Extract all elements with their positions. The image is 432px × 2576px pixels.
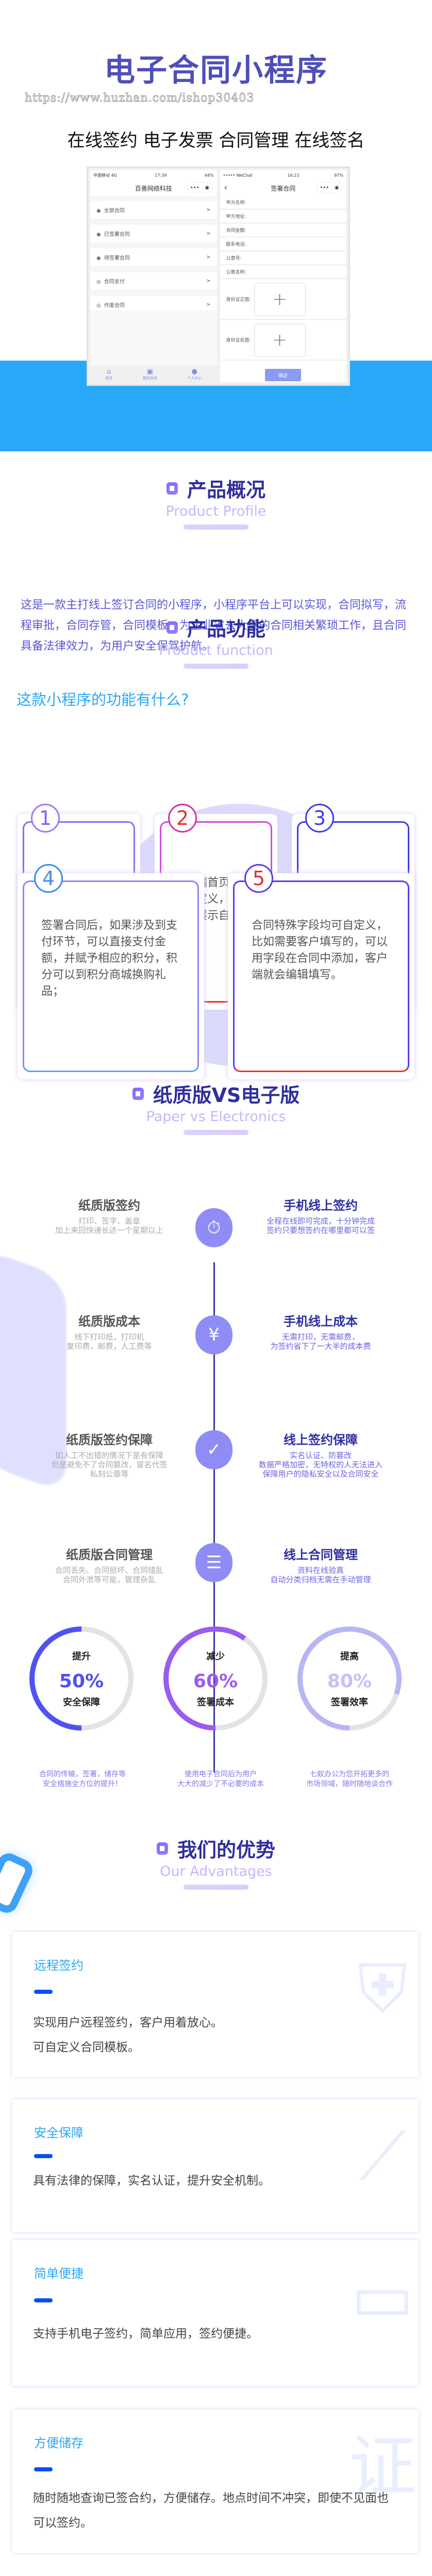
profile-text: 这是一款主打线上签订合同的小程序，小程序平台上可以实现，合同拟写，流程审批，合同… bbox=[21, 599, 407, 653]
stat-desc: 合同的传输，签署，储存等 安全措施全方位的提升！ bbox=[39, 1770, 126, 1788]
compare-left-4: 纸质版合同管理合同丢失、合同损坏、合同错乱 合同外泄等可能，管理杂乱 bbox=[55, 1548, 163, 1584]
user-icon: ● bbox=[191, 367, 197, 376]
phone-screenshots: 中国移动 4G 17:39 44% 百善网络科技 ••• ◉ ◉全部合同> ◉已签… bbox=[87, 166, 350, 386]
section-heading-compare: 纸质版VS电子版 Paper vs Electronics bbox=[0, 1079, 432, 1135]
compare-right-3: 线上签约保障实名认证、防篡改 数据严格加密，无特权的人无法进入 保障用户的隐私安… bbox=[258, 1433, 383, 1479]
hero-subtitle: 在线签约 电子发票 合同管理 在线签名 bbox=[67, 130, 365, 151]
nav-title: 签署合同 bbox=[271, 184, 296, 192]
carrier: 中国移动 4G bbox=[93, 173, 117, 178]
upload-id-back: 身份证反面:+ bbox=[220, 320, 346, 361]
hero-title: 电子合同小程序 bbox=[104, 53, 328, 89]
shield-check-icon: ✓ bbox=[195, 1430, 232, 1469]
field-seal-name[interactable]: 公章名称: bbox=[220, 265, 346, 279]
compare-left-3: 纸质版签约保障如人工不出错的情况下是有保障 但是避免不了合同篡改，冒名代签 私刻… bbox=[51, 1433, 168, 1479]
advantage-card-simple: ▭ 简单便捷 支持手机电子签约，简单应用，签约便捷。 bbox=[12, 2240, 419, 2386]
field-phone[interactable]: 联系电话: bbox=[220, 238, 346, 251]
ticket-icon: ☰ bbox=[195, 1543, 232, 1582]
chevron-right-icon: > bbox=[206, 255, 211, 260]
more-icon[interactable]: ••• bbox=[320, 184, 329, 191]
bullet-icon bbox=[156, 1842, 168, 1855]
more-icon[interactable]: ••• bbox=[190, 184, 200, 191]
upload-id-front: 身份证正面:+ bbox=[220, 279, 346, 320]
chevron-right-icon: > bbox=[206, 278, 211, 284]
radio-icon: ◉ bbox=[96, 232, 101, 238]
bullet-icon bbox=[166, 621, 178, 634]
hammer-icon: ⟋ bbox=[359, 2117, 406, 2195]
plus-icon[interactable]: + bbox=[254, 282, 306, 316]
status-bar: 中国移动 4G 17:39 44% bbox=[90, 170, 217, 180]
close-target-icon[interactable]: ◉ bbox=[334, 184, 339, 191]
feature-card-5: 5 合同特殊字段均可自定义，比如需要客户填写的，可以用字段在合同中添加，客户端就… bbox=[228, 864, 414, 1079]
stopwatch-icon: ⏱ bbox=[195, 1208, 232, 1247]
advantage-card-security: ⟋ 安全保障 具有法律的保障，实名认证，提升安全机制。 bbox=[12, 2099, 419, 2232]
clock: 16:23 bbox=[287, 173, 300, 178]
bullet-icon bbox=[166, 482, 178, 495]
tab-bar: ⌂首页 ▣我的合同 ●个人中心 bbox=[90, 366, 217, 382]
status-bar: ••••• WeChat 16:23 97% bbox=[220, 170, 347, 180]
chevron-right-icon: > bbox=[206, 207, 211, 213]
field-contract-amount[interactable]: 合同金额: bbox=[220, 224, 346, 238]
location-icon: ◎ bbox=[96, 279, 101, 285]
contract-icon: ▣ bbox=[146, 367, 153, 376]
phone-sign-screen: ••••• WeChat 16:23 97% ‹ 签署合同 ••• ◉ 甲方名称:… bbox=[220, 170, 347, 382]
confirm-button[interactable]: 确定 bbox=[265, 369, 302, 381]
field-party-a-address[interactable]: 甲方地址: bbox=[220, 210, 346, 224]
timeline-line bbox=[213, 1262, 215, 1772]
home-icon: ⌂ bbox=[107, 367, 111, 376]
radio-icon: ◉ bbox=[96, 256, 101, 261]
menu-item-payment[interactable]: ◎合同支付> bbox=[90, 272, 217, 291]
plus-icon[interactable]: + bbox=[254, 323, 306, 357]
function-question: 这款小程序的功能有什么? bbox=[16, 691, 189, 708]
feature-card-4: 4 签署合同后，如果涉及到支付环节，可以直接支付金额，并赋予相应的积分，积分可以… bbox=[18, 864, 204, 1079]
battery: 44% bbox=[204, 173, 214, 178]
section-heading-function: 产品功能 Product function bbox=[0, 613, 432, 669]
menu-item-signed[interactable]: ◉已签署合同> bbox=[90, 225, 217, 243]
compare-right-4: 线上合同管理资料在线验真 自动分类归档无需在手动管理 bbox=[270, 1548, 371, 1584]
clock: 17:39 bbox=[155, 173, 167, 178]
capsule-menu[interactable]: ••• ◉ bbox=[187, 182, 213, 193]
section-heading-advantages: 我们的优势 Our Advantages bbox=[0, 1834, 432, 1890]
advantage-card-storage: 证 方便储存 随时随地查询已签合约，方便储存。地点时间不冲突，即使不见面也可以签… bbox=[12, 2410, 419, 2553]
menu-item-pending[interactable]: ◉待签署合同> bbox=[90, 248, 217, 267]
nav-title: 百善网络科技 bbox=[135, 184, 172, 192]
radio-icon: ◉ bbox=[96, 208, 101, 214]
section-heading-profile: 产品概况 Product Profile bbox=[0, 474, 432, 530]
shield-icon: ⛨ bbox=[357, 1950, 408, 2028]
chevron-right-icon: > bbox=[206, 231, 211, 236]
field-party-a-name[interactable]: 甲方名称: bbox=[220, 196, 346, 210]
capsule-menu[interactable]: ••• ◉ bbox=[317, 182, 342, 193]
chevron-right-icon: > bbox=[206, 302, 211, 308]
phone-home-screen: 中国移动 4G 17:39 44% 百善网络科技 ••• ◉ ◉全部合同> ◉已签… bbox=[90, 170, 217, 382]
nav-bar: ‹ 签署合同 ••• ◉ bbox=[220, 180, 347, 196]
bullet-icon bbox=[132, 1087, 144, 1100]
compare-right-1: 手机线上签约全程在线即可完成，十分钟完成 签约只要想签约在哪里都可以签 bbox=[266, 1198, 375, 1235]
back-icon[interactable]: ‹ bbox=[224, 182, 227, 192]
watermark-url: https://www.huzhan.com/ishop30403 bbox=[24, 92, 255, 105]
carrier: ••••• WeChat bbox=[223, 173, 253, 178]
compare-right-2: 手机线上成本无需打印，无需邮费， 为签约省下了一大半的成本费 bbox=[270, 1314, 371, 1351]
advantage-card-remote: ⛨ 远程签约 实现用户远程签约，客户用着放心。 可自定义合同模板。 bbox=[12, 1932, 419, 2077]
nav-bar: 百善网络科技 ••• ◉ bbox=[90, 180, 217, 196]
certificate-icon: 证 bbox=[348, 2427, 416, 2505]
battery: 97% bbox=[334, 173, 343, 178]
location-icon: ◎ bbox=[96, 303, 101, 309]
monitor-icon: ▭ bbox=[351, 2258, 414, 2336]
compare-left-2: 纸质版成本线下打印纸，打印机 复印费，邮费，人工费等 bbox=[67, 1314, 152, 1351]
stat-desc: 使用电子合同后为用户 大大的减少了不必要的成本 bbox=[177, 1770, 264, 1788]
tab-profile[interactable]: ●个人中心 bbox=[187, 367, 202, 380]
menu-item-all[interactable]: ◉全部合同> bbox=[90, 201, 217, 219]
close-target-icon[interactable]: ◉ bbox=[205, 184, 210, 191]
money-bag-icon: ¥ bbox=[195, 1315, 232, 1354]
tab-my-contracts[interactable]: ▣我的合同 bbox=[142, 367, 157, 380]
tab-home[interactable]: ⌂首页 bbox=[105, 367, 113, 380]
compare-left-1: 纸质版签约打印、签字、盖章 加上来回快递长达一个星期以上 bbox=[55, 1198, 163, 1235]
field-seal-number[interactable]: 公章号: bbox=[220, 251, 346, 265]
stat-desc: 七蚁办公为您开拓更多的 市场领域，随时随地谈合作 bbox=[306, 1770, 393, 1788]
